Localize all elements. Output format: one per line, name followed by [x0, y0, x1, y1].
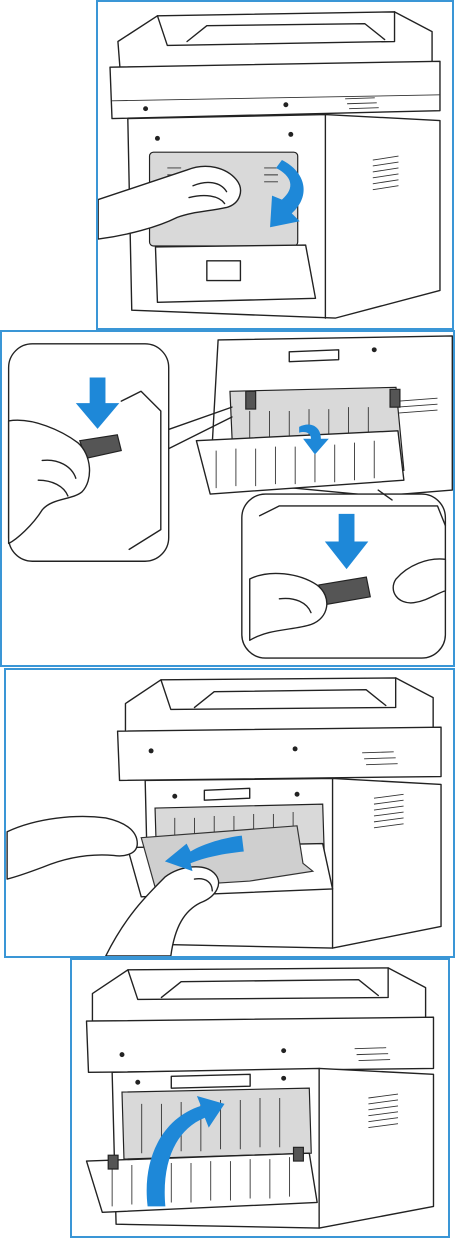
release-levers-drawing	[2, 332, 453, 665]
remove-paper-drawing	[6, 670, 453, 956]
close-rear-door-drawing	[72, 960, 448, 1236]
step-1-open-rear-door-illustration	[96, 0, 454, 330]
step-4-close-rear-door-illustration	[70, 958, 450, 1238]
step-2-release-levers-illustration	[0, 330, 455, 667]
printer-rear-door-open-drawing	[98, 2, 452, 328]
step-3-remove-jammed-paper-illustration	[4, 668, 455, 958]
